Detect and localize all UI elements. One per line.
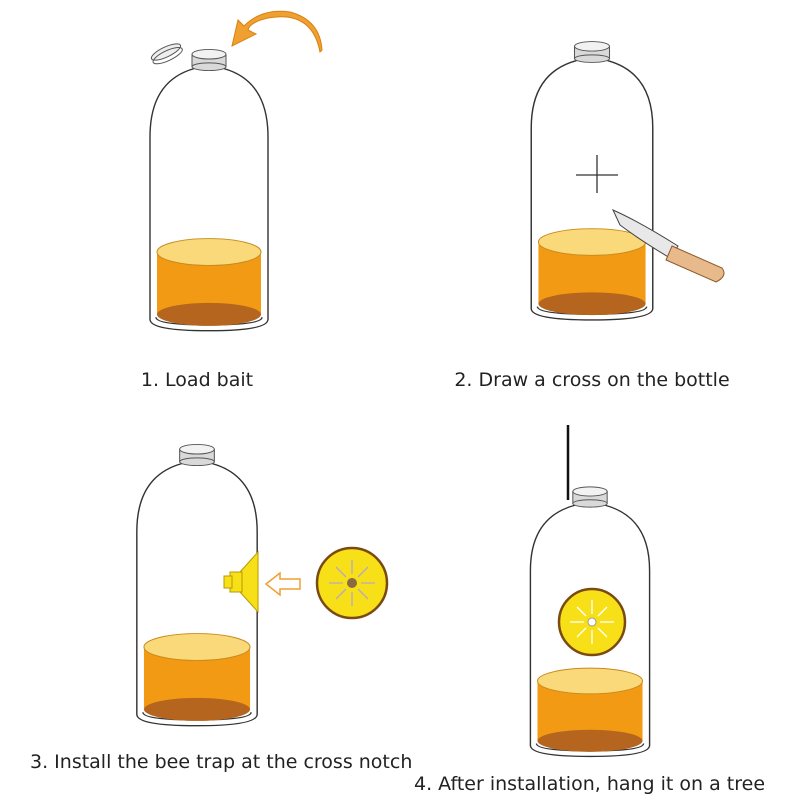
trap-disc-icon [315, 546, 389, 620]
loose-cap-icon [150, 43, 183, 65]
curved-arrow-icon [231, 10, 323, 54]
step-1-label: 1. Load bait [141, 369, 253, 391]
cross-mark-icon [576, 155, 618, 193]
step-4-label: 4. After installation, hang it on a tree [414, 773, 765, 795]
step-1-panel: 1. Load bait [141, 10, 323, 391]
step-3-panel: 3. Install the bee trap at the cross not… [30, 443, 412, 773]
step-2-panel: 2. Draw a cross on the bottle [454, 40, 730, 391]
trap-disc-icon [557, 587, 627, 657]
step-4-panel: 4. After installation, hang it on a tree [414, 425, 765, 795]
bottle [149, 48, 269, 332]
step-3-label: 3. Install the bee trap at the cross not… [30, 751, 412, 773]
hollow-arrow-icon [264, 571, 301, 597]
bee-trap-icon [223, 550, 259, 614]
knife-icon [611, 209, 725, 283]
step-2-label: 2. Draw a cross on the bottle [454, 369, 729, 391]
bottle [530, 40, 654, 321]
